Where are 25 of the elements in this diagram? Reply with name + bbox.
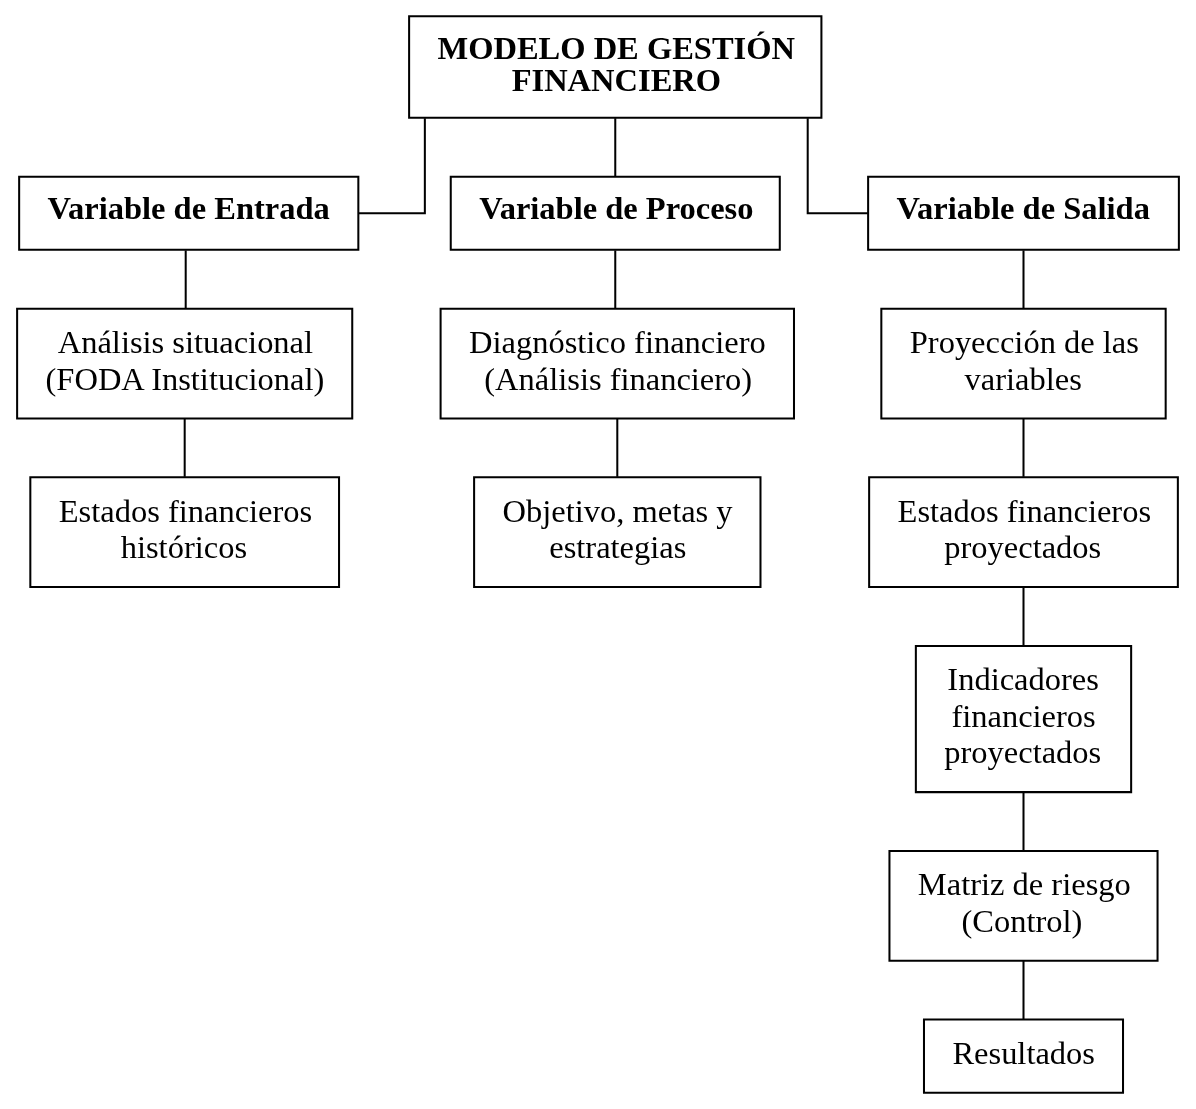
- connector: [806, 118, 868, 215]
- node-box: Proyección de las variables: [880, 307, 1167, 420]
- connector: [1022, 250, 1025, 309]
- connector: [1022, 587, 1025, 646]
- node-box: Variable de Entrada: [18, 175, 360, 251]
- connector: [184, 250, 187, 309]
- connector: [183, 418, 186, 477]
- connector: [616, 418, 619, 477]
- node-box: Estados financieros proyectados: [868, 476, 1179, 588]
- connector: [1022, 418, 1025, 477]
- node-box: Indicadores financieros proyectados: [914, 644, 1133, 794]
- connector: [614, 250, 617, 309]
- node-box: Diagnóstico financiero (Análisis financiero): [439, 307, 795, 420]
- node-box: Análisis situacional (FODA Institucional): [16, 307, 354, 420]
- node-box: Estados financieros históricos: [29, 476, 341, 588]
- node-box: Variable de Proceso: [449, 175, 781, 251]
- connector: [1022, 960, 1025, 1020]
- connector: [358, 118, 426, 215]
- connector: [1022, 792, 1025, 851]
- node-box: Matriz de riesgo (Control): [888, 850, 1159, 962]
- node-box: Resultados: [922, 1018, 1125, 1094]
- node-box: Objetivo, metas y estrategias: [473, 476, 762, 588]
- node-box: Variable de Salida: [867, 175, 1180, 251]
- connector: [614, 118, 617, 177]
- node-box: MODELO DE GESTIÓN FINANCIERO: [408, 15, 823, 119]
